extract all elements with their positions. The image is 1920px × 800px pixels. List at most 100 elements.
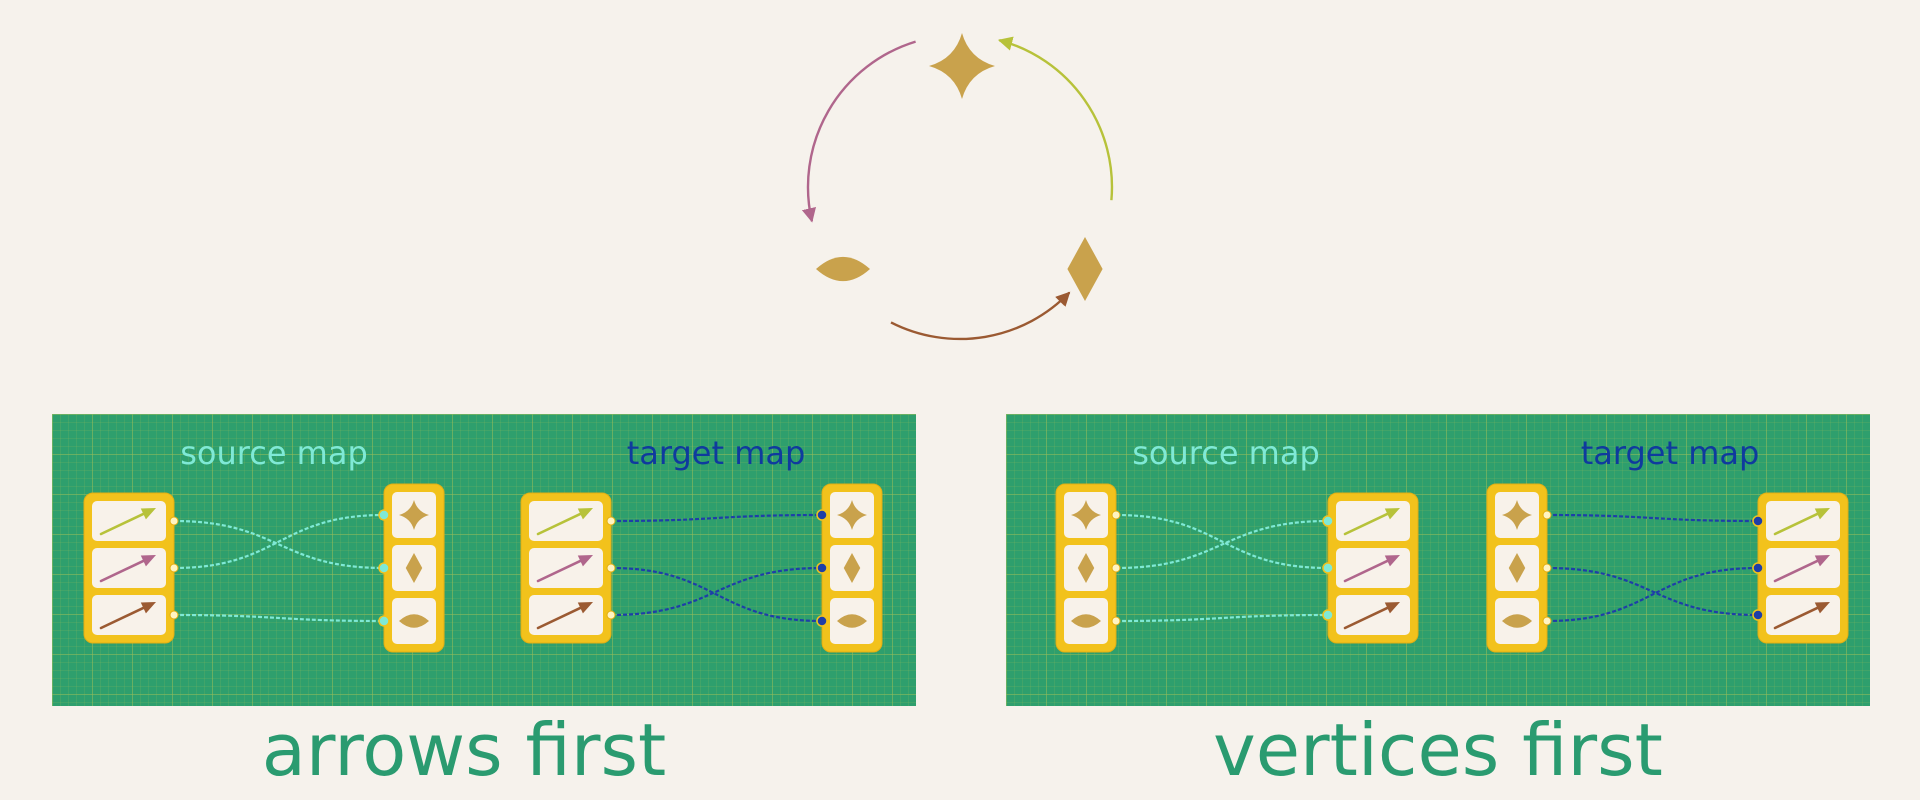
port-dot <box>169 563 179 573</box>
arrow-column <box>520 492 612 644</box>
target-map-label: target map <box>626 434 806 472</box>
arrow-icon <box>99 559 145 583</box>
arrowhead-icon <box>1814 508 1830 520</box>
arrow-icon <box>536 606 582 630</box>
link-group <box>1542 510 1764 626</box>
diamond-icon <box>405 553 423 583</box>
arrowhead-icon <box>1814 555 1830 567</box>
vertex-column <box>1055 483 1117 653</box>
port-dot <box>606 610 616 620</box>
port-dot <box>816 562 828 574</box>
arrowhead-icon <box>1384 602 1400 614</box>
cycle-diagram <box>801 33 1114 341</box>
arrow-icon <box>1343 512 1389 536</box>
arrow-column <box>83 492 175 644</box>
port-dot <box>1542 510 1552 520</box>
arrowhead-icon <box>1384 555 1400 567</box>
map-link <box>1115 613 1329 623</box>
four-point-star-icon <box>1071 500 1101 530</box>
edge-lens-to-diamond <box>890 291 1071 341</box>
arrowhead-icon <box>140 555 156 567</box>
port-dot <box>169 610 179 620</box>
four-point-star-icon <box>837 500 867 530</box>
lens-icon <box>1502 614 1532 628</box>
port-dot <box>816 615 828 627</box>
arrow-icon <box>1773 559 1819 583</box>
source-map-label: source map <box>1132 434 1320 472</box>
four-point-star-icon <box>1502 500 1532 530</box>
arrow-icon <box>99 512 145 536</box>
port-dot <box>816 509 828 521</box>
link-group <box>606 509 828 627</box>
port-dot <box>1111 510 1121 520</box>
port-dot <box>1111 563 1121 573</box>
diamond-icon <box>843 553 861 583</box>
edge-diamond-to-star <box>997 36 1114 201</box>
map-link <box>1546 566 1759 623</box>
port-dot <box>1752 609 1764 621</box>
map-link <box>1115 513 1329 570</box>
target-map-label: target map <box>1580 434 1760 472</box>
edge-star-to-lens <box>801 40 916 223</box>
port-dot <box>378 509 390 521</box>
map-link <box>1546 566 1759 617</box>
port-dot <box>169 516 179 526</box>
port-dot <box>378 615 390 627</box>
link-group <box>169 509 390 627</box>
port-dot <box>1111 616 1121 626</box>
arrows-first-maps <box>83 483 883 653</box>
lens-icon <box>816 256 870 282</box>
caption-vertices-first: vertices first <box>1213 708 1663 792</box>
arrowhead-icon <box>140 602 156 614</box>
arrowhead-icon <box>577 602 593 614</box>
four-point-star-icon <box>399 500 429 530</box>
arrowhead-icon <box>577 508 593 520</box>
port-dot <box>606 563 616 573</box>
vertices-first-panel: source map target map <box>1006 414 1870 706</box>
lens-icon <box>399 614 429 628</box>
arrowhead-icon <box>1814 602 1830 614</box>
map-link <box>610 566 823 617</box>
arrowhead-icon <box>577 555 593 567</box>
arrow-icon <box>99 606 145 630</box>
diamond-icon <box>1508 553 1526 583</box>
arrow-icon <box>1343 606 1389 630</box>
port-dot <box>606 516 616 526</box>
arrowhead-icon <box>140 508 156 520</box>
arrow-icon <box>1773 512 1819 536</box>
port-dot <box>1322 609 1334 621</box>
map-link <box>173 613 385 623</box>
port-dot <box>1322 562 1334 574</box>
arrow-icon <box>536 512 582 536</box>
arrowhead-icon <box>1384 508 1400 520</box>
diamond-icon <box>1067 237 1103 301</box>
vertex-column <box>383 483 445 653</box>
diamond-icon <box>1077 553 1095 583</box>
link-group <box>1111 510 1334 626</box>
vertex-column <box>821 483 883 653</box>
port-dot <box>1322 515 1334 527</box>
map-link <box>610 513 823 523</box>
arrow-column <box>1327 492 1419 644</box>
arrows-first-panel: source map target map <box>52 414 916 706</box>
lens-icon <box>1071 614 1101 628</box>
map-link <box>1115 519 1329 570</box>
arrow-icon <box>1343 559 1389 583</box>
lens-icon <box>837 614 867 628</box>
four-point-star-icon <box>929 33 995 99</box>
arrow-icon <box>536 559 582 583</box>
port-dot <box>1542 563 1552 573</box>
map-link <box>173 519 385 570</box>
port-dot <box>378 562 390 574</box>
port-dot <box>1752 562 1764 574</box>
source-map-label: source map <box>180 434 368 472</box>
map-link <box>173 513 385 570</box>
vertex-column <box>1486 483 1548 653</box>
arrow-icon <box>1773 606 1819 630</box>
vertices-first-maps <box>1055 483 1849 653</box>
map-link <box>610 566 823 623</box>
map-link <box>1546 513 1759 523</box>
caption-arrows-first: arrows first <box>261 708 667 792</box>
arrow-column <box>1757 492 1849 644</box>
port-dot <box>1752 515 1764 527</box>
